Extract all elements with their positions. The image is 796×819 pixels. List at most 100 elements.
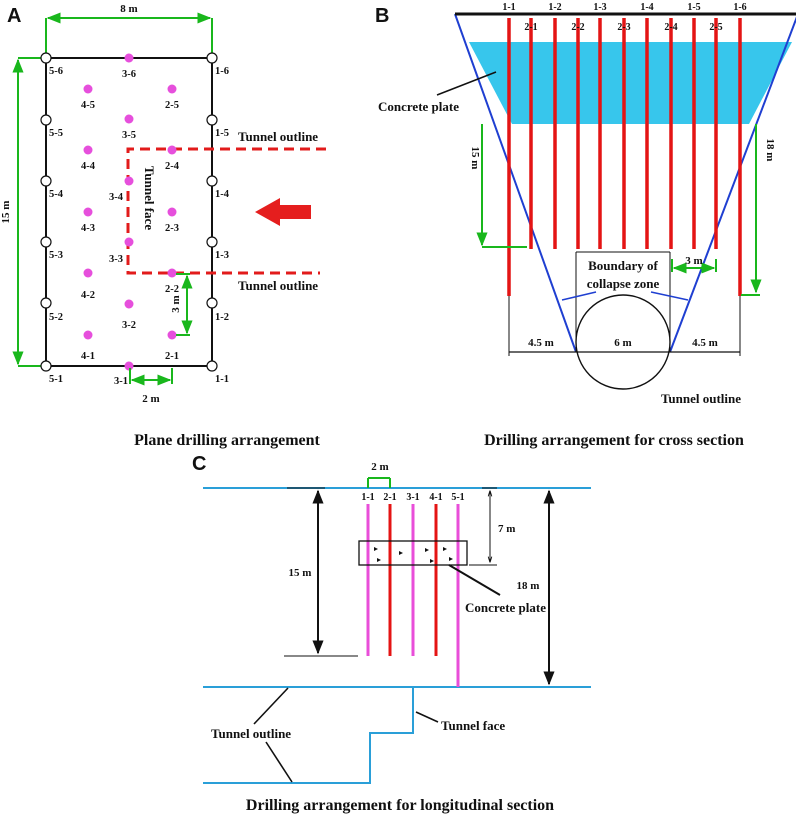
height-dimension-label: 15 m [0, 201, 12, 224]
hole-label: 5-3 [49, 250, 63, 261]
hole-label: 4-2 [81, 290, 95, 301]
spacing-label: 2 m [142, 393, 159, 405]
concrete-plate-leader [436, 71, 497, 96]
tunnel-outline-dashed [126, 147, 326, 275]
spacing-label: 2 m [371, 461, 388, 473]
hole-label: 2-1 [524, 22, 537, 33]
spacing-3m-label: 3 m [685, 255, 702, 267]
concrete-plate-box [358, 540, 468, 566]
arrow-left-icon [255, 198, 311, 226]
bottom-left-dimension: 4.5 m [528, 337, 554, 349]
panel-c-caption: Drilling arrangement for longitudinal se… [246, 797, 554, 814]
depth-18m-label: 18 m [764, 139, 776, 162]
boundary-hole [206, 114, 218, 126]
hole-label: 1-1 [502, 2, 515, 13]
concrete-plate-area [469, 42, 792, 124]
hole-label: 1-5 [687, 2, 700, 13]
hole-label: 1-5 [215, 128, 229, 139]
panel-a-caption: Plane drilling arrangement [134, 432, 320, 449]
hole-label: 3-5 [122, 130, 136, 141]
hole-label: 4-4 [81, 161, 96, 172]
boundary-hole [206, 236, 218, 248]
hole-label: 3-4 [109, 192, 124, 203]
drill-hole [83, 145, 93, 155]
concrete-plate-leader [448, 564, 501, 596]
hole-label: 1-1 [361, 492, 374, 503]
hole-label: 1-6 [733, 2, 746, 13]
panel-a-letter: A [7, 5, 21, 27]
panel-a-plane-arrangement: A 8 m 15 m [0, 3, 326, 449]
tunnel-face-profile [203, 687, 414, 784]
aggregate-mark [443, 547, 447, 551]
hole-label: 1-4 [215, 189, 230, 200]
drill-hole [124, 299, 134, 309]
panel-b-letter: B [375, 5, 389, 27]
hole-label: 2-4 [664, 22, 677, 33]
tunnel-outline-leader-upper [253, 687, 289, 725]
collapse-zone-pointer-left [561, 291, 597, 301]
panel-c-letter: C [192, 453, 206, 475]
collapse-zone-label-line1: Boundary of [588, 258, 658, 273]
hole-label: 1-2 [215, 312, 229, 323]
row-spacing-label: 3 m [170, 295, 182, 312]
interior-hole-labels: 3-6 4-5 2-5 3-5 4-4 2-4 3-4 4-3 2-3 3-3 … [81, 69, 180, 387]
hole-label: 2-2 [571, 22, 584, 33]
panel-c-longitudinal-section: C 2 m 1-1 2-1 3-1 4-1 5-1 [192, 453, 591, 814]
tunnel-outline-leader-lower [265, 741, 293, 783]
collapse-zone-label-line2: collapse zone [587, 276, 660, 291]
panel-b-cross-section: B 1-1 1-2 1-3 1-4 1-5 1-6 [375, 2, 796, 449]
hole-label: 4-1 [81, 351, 95, 362]
cross-section-drill-holes [507, 18, 742, 296]
tunnel-face-label: Tunnel face [142, 166, 157, 230]
hole-label: 5-6 [49, 66, 63, 77]
hole-label: 4-3 [81, 223, 95, 234]
hole-label: 5-2 [49, 312, 63, 323]
aggregate-mark [430, 559, 434, 563]
hole-label: 5-5 [49, 128, 63, 139]
panel-b-caption: Drilling arrangement for cross section [484, 432, 744, 449]
boundary-hole [40, 52, 52, 64]
bottom-middle-dimension: 6 m [614, 337, 631, 349]
hole-label: 3-1 [406, 492, 419, 503]
hole-label: 4-1 [429, 492, 442, 503]
drill-hole [124, 176, 134, 186]
tunnel-cross-section [575, 294, 671, 390]
concrete-plate-hatching [374, 547, 453, 563]
bottom-right-dimension: 4.5 m [692, 337, 718, 349]
hole-label: 2-1 [165, 351, 179, 362]
hole-label: 3-1 [114, 376, 128, 387]
interior-holes [83, 53, 177, 371]
drill-hole [83, 268, 93, 278]
cross-section-top-labels: 1-1 1-2 1-3 1-4 1-5 1-6 2-1 2-2 2-3 2-4 … [502, 2, 746, 33]
hole-label: 2-1 [383, 492, 396, 503]
aggregate-mark [399, 551, 403, 555]
seven-m-label: 7 m [498, 523, 515, 535]
aggregate-mark [425, 548, 429, 552]
hole-label: 2-5 [165, 100, 179, 111]
hole-label: 1-6 [215, 66, 229, 77]
right-border-labels: 1-6 1-5 1-4 1-3 1-2 1-1 [215, 66, 230, 385]
drill-hole [83, 330, 93, 340]
aggregate-mark [374, 547, 378, 551]
hole-label: 2-2 [165, 284, 179, 295]
drill-hole [124, 237, 134, 247]
tunnel-outline-label: Tunnel outline [661, 391, 741, 406]
boundary-hole [40, 297, 52, 309]
hole-label: 4-5 [81, 100, 95, 111]
collapse-zone-pointer-right [650, 291, 689, 301]
longitudinal-hole-labels: 1-1 2-1 3-1 4-1 5-1 [361, 492, 464, 503]
boundary-hole [206, 52, 218, 64]
eighteen-m-label: 18 m [517, 580, 540, 592]
boundary-hole [206, 360, 218, 372]
hole-label: 1-1 [215, 374, 229, 385]
tunnel-face-label: Tunnel face [441, 718, 505, 733]
boundary-hole [206, 297, 218, 309]
aggregate-mark [449, 557, 453, 561]
drill-hole [124, 53, 134, 63]
hole-label: 2-5 [709, 22, 722, 33]
hole-label: 3-6 [122, 69, 136, 80]
hole-label: 5-4 [49, 189, 64, 200]
hole-label: 1-3 [215, 250, 229, 261]
depth-15m-label: 15 m [469, 147, 481, 170]
drill-hole [167, 268, 177, 278]
